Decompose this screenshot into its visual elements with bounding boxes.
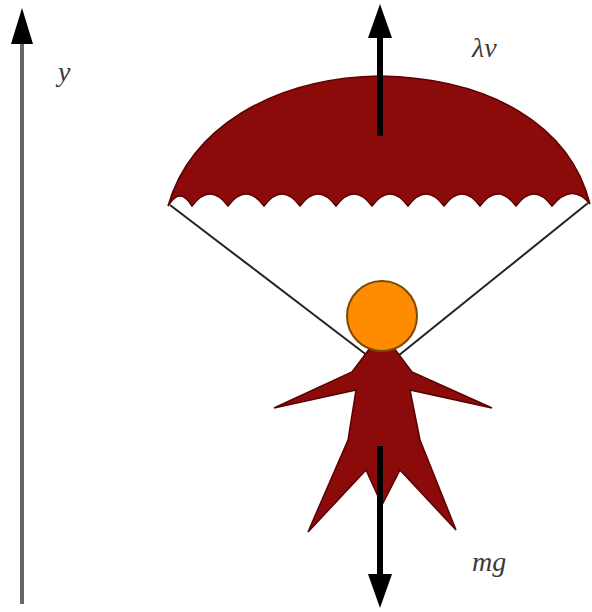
axis-arrowhead <box>11 8 33 44</box>
force-label: λv <box>472 34 497 62</box>
force-arrow <box>377 34 383 136</box>
y-axis <box>20 40 24 604</box>
force-label: mg <box>472 548 506 576</box>
parachutist-head <box>347 281 417 351</box>
axis-label: y <box>58 58 70 86</box>
force-arrowhead <box>368 574 392 608</box>
suspension-line <box>398 203 588 356</box>
force-arrow <box>377 446 383 578</box>
force-arrowhead <box>368 4 392 38</box>
suspension-line <box>170 205 368 356</box>
